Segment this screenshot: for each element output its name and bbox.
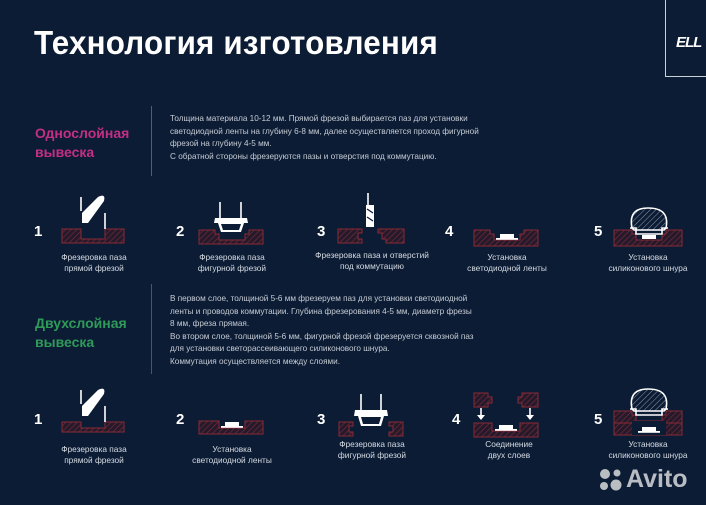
caption-line: Установка: [212, 444, 252, 454]
desc-line: В первом слое, толщиной 5-6 мм фрезеруем…: [170, 294, 468, 303]
desc-line: Толщина материала 10-12 мм. Прямой фрезо…: [170, 114, 468, 123]
caption-line: фигурной фрезой: [197, 263, 267, 273]
avito-watermark: Avito: [626, 465, 688, 493]
step-caption: Фрезеровка паза и отверстий под коммутац…: [302, 250, 442, 272]
logo: ELL: [665, 0, 706, 77]
step-number: 5: [594, 223, 603, 240]
single-layer-label-line1: Однослойная: [35, 125, 130, 141]
caption-line: Фрезеровка паза и отверстий: [315, 250, 429, 260]
caption-line: Фрезеровка паза: [61, 444, 127, 454]
single-layer-label-line2: вывеска: [35, 144, 95, 160]
step-number: 3: [317, 411, 326, 428]
caption-line: под коммутацию: [340, 261, 404, 271]
caption-line: двух слоев: [487, 450, 531, 460]
caption-line: светодиодной ленты: [192, 455, 272, 465]
caption-line: силиконового шнура: [608, 450, 688, 460]
double-layer-label-line1: Двухслойная: [35, 315, 127, 331]
step-caption: Соединение двух слоев: [439, 439, 579, 461]
avito-logo-icon: [600, 469, 622, 491]
caption-line: Фрезеровка паза: [61, 252, 127, 262]
silicone-cord-icon: [613, 207, 683, 247]
step-number: 1: [34, 223, 43, 240]
single-layer-label: Однослойная вывеска: [35, 124, 129, 162]
step-number: 1: [34, 411, 43, 428]
step-number: 2: [176, 411, 185, 428]
silicone-cord-icon: [613, 388, 683, 436]
shaped-cutter-icon: [198, 202, 264, 245]
join-layers-icon: [473, 392, 539, 438]
step-caption: Фрезеровка паза прямой фрезой: [24, 252, 164, 274]
caption-line: Соединение: [485, 439, 533, 449]
page-title: Технология изготовления: [34, 24, 438, 61]
shaped-cutter-icon: [338, 394, 404, 437]
step-caption: Установка светодиодной ленты: [437, 252, 577, 274]
double-layer-description: В первом слое, толщиной 5-6 мм фрезеруем…: [170, 293, 530, 369]
double-layer-divider: [151, 284, 152, 374]
caption-line: прямой фрезой: [64, 263, 124, 273]
step-caption: Фрезеровка паза фигурной фрезой: [162, 252, 302, 274]
desc-line: Во втором слое, толщиной 5-6 мм, фигурно…: [170, 331, 474, 341]
drill-icon: [337, 193, 405, 244]
step-number: 3: [317, 223, 326, 240]
desc-line: для установки светорассеивающего силикон…: [170, 344, 390, 354]
caption-line: светодиодной ленты: [467, 263, 547, 273]
logo-text: ELL: [676, 34, 702, 51]
step-caption: Установка силиконового шнура: [578, 439, 706, 461]
single-layer-divider: [151, 106, 152, 176]
step-caption: Установка светодиодной ленты: [162, 444, 302, 466]
caption-line: Установка: [487, 252, 527, 262]
caption-line: Установка: [628, 252, 668, 262]
straight-cutter-icon: [61, 195, 125, 244]
step-number: 2: [176, 223, 185, 240]
desc-line: С обратной стороны фрезеруются пазы и от…: [170, 151, 437, 161]
straight-cutter-icon: [61, 388, 125, 433]
led-strip-icon: [198, 420, 264, 435]
step-caption: Фрезеровка паза фигурной фрезой: [302, 439, 442, 461]
desc-line: Коммутация осуществляется между слоями.: [170, 356, 340, 366]
desc-line: 8 мм, фреза прямая.: [170, 319, 250, 329]
desc-line: светодиодной ленты на глубину 6-8 мм, да…: [170, 126, 479, 136]
desc-line: ленты и проводов коммутации. Глубина фре…: [170, 306, 472, 316]
desc-line: фрезой на глубину 4-5 мм.: [170, 139, 272, 149]
single-layer-description: Толщина материала 10-12 мм. Прямой фрезо…: [170, 113, 530, 163]
double-layer-label-line2: вывеска: [35, 334, 95, 350]
caption-line: силиконового шнура: [608, 263, 688, 273]
caption-line: фигурной фрезой: [337, 450, 407, 460]
double-layer-label: Двухслойная вывеска: [35, 314, 127, 352]
caption-line: прямой фрезой: [64, 455, 124, 465]
step-caption: Фрезеровка паза прямой фрезой: [24, 444, 164, 466]
step-number: 4: [445, 223, 454, 240]
caption-line: Установка: [628, 439, 668, 449]
caption-line: Фрезеровка паза: [199, 252, 265, 262]
step-caption: Установка силиконового шнура: [578, 252, 706, 274]
caption-line: Фрезеровка паза: [339, 439, 405, 449]
step-number: 4: [452, 411, 461, 428]
led-strip-icon: [473, 229, 539, 247]
step-number: 5: [594, 411, 603, 428]
